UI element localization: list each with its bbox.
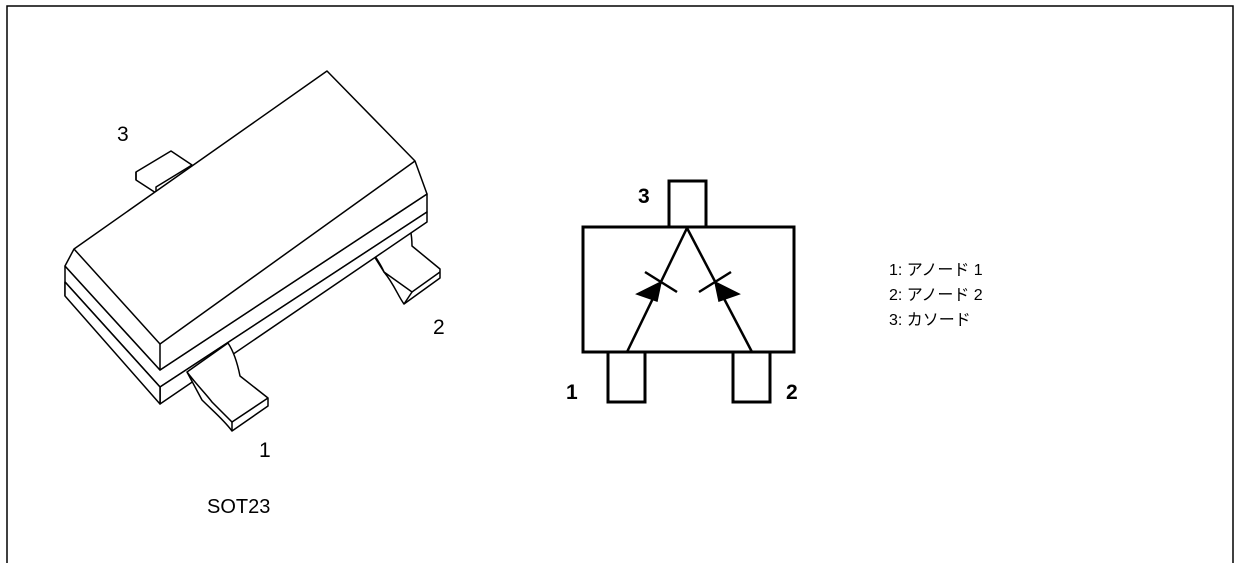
legend-line-2: 2: アノード 2 [889,287,983,304]
schematic-symbol: 3 1 2 [566,179,798,404]
package-pin3-label: 3 [117,123,129,146]
package-pin2-label: 2 [433,316,445,339]
sot23-package-drawing: 3 2 1 SOT23 [64,70,445,518]
package-pin1-label: 1 [259,439,271,462]
legend-line-3: 3: カソード [889,312,971,329]
pin-legend: 1: アノード 1 2: アノード 2 3: カソード [889,262,983,329]
package-name-label: SOT23 [207,496,270,518]
schematic-pin2-label: 2 [786,381,798,404]
legend-line-1: 1: アノード 1 [889,262,983,279]
package-lead-1 [186,342,269,432]
schematic-pin1 [606,350,647,404]
schematic-pin3 [667,179,708,229]
schematic-body [581,225,796,354]
schematic-pin3-label: 3 [638,185,650,208]
diode-2-icon [698,270,741,302]
diode-1-icon [635,270,678,302]
schematic-pin1-label: 1 [566,381,578,404]
schematic-pin2 [731,350,772,404]
diagram-border [6,5,1234,563]
